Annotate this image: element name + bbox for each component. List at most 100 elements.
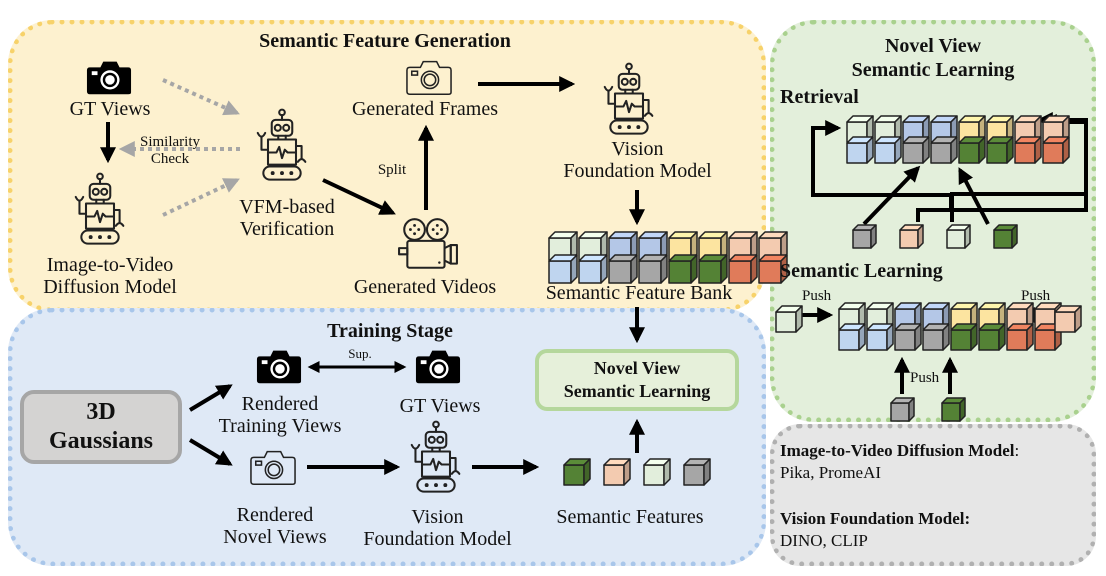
generated-frames-label: Generated Frames bbox=[351, 98, 499, 120]
semantic-learning-title: Semantic Learning bbox=[780, 260, 943, 282]
feature-cube bbox=[899, 224, 924, 249]
legend-panel bbox=[770, 424, 1096, 566]
cube-row bbox=[890, 397, 966, 422]
push-label-bottom: Push bbox=[910, 370, 940, 386]
legend-vfm-values: DINO, CLIP bbox=[780, 531, 868, 550]
feature-cube bbox=[838, 323, 866, 351]
retrieval-arrow-grey bbox=[862, 165, 921, 226]
arrow-vfm-to-videos bbox=[322, 178, 396, 215]
feature-cube bbox=[1042, 136, 1070, 164]
feature-cube bbox=[548, 254, 578, 284]
robot-icon bbox=[410, 420, 461, 493]
feature-cube bbox=[775, 305, 803, 333]
feature-cube bbox=[643, 458, 671, 486]
novel-view-semantic-learning-panel bbox=[770, 20, 1096, 422]
feature-cube bbox=[930, 136, 958, 164]
feature-cube bbox=[902, 136, 930, 164]
feature-cube bbox=[978, 323, 1006, 351]
feature-cube bbox=[563, 458, 591, 486]
semantic-features-label: Semantic Features bbox=[556, 506, 704, 528]
cube-row bbox=[563, 458, 711, 486]
feature-cube bbox=[993, 224, 1018, 249]
feature-cube bbox=[852, 224, 877, 249]
legend-vfm: Vision Foundation Model: bbox=[780, 509, 971, 528]
feature-cube bbox=[986, 136, 1014, 164]
camera-solid-icon bbox=[86, 61, 132, 95]
camera-outline-icon bbox=[406, 60, 452, 96]
feature-cube bbox=[866, 302, 894, 330]
arrow-gaussians-to-novel bbox=[188, 438, 233, 466]
robot-icon bbox=[256, 108, 307, 181]
feature-cube bbox=[608, 254, 638, 284]
feature-cube bbox=[846, 136, 874, 164]
legend-i2v-values: Pika, PromeAI bbox=[780, 463, 882, 482]
training-gt-views-label: GT Views bbox=[399, 395, 481, 417]
feature-cube bbox=[846, 115, 874, 143]
retrieval-feature-bank bbox=[846, 115, 1070, 164]
retrieval-title: Retrieval bbox=[780, 86, 859, 108]
cube-row bbox=[852, 224, 1018, 249]
learning-feature-bank bbox=[838, 302, 1062, 351]
feature-cube bbox=[638, 254, 668, 284]
push-cube-right bbox=[1054, 305, 1082, 333]
dotted-arrow-i2v-to-vfm bbox=[162, 178, 240, 217]
split-label: Split bbox=[377, 162, 407, 178]
feature-cube bbox=[728, 254, 758, 284]
semantic-features-cubes bbox=[563, 458, 711, 486]
cube-row bbox=[775, 305, 803, 333]
cube-row bbox=[548, 254, 788, 284]
feature-cube bbox=[874, 136, 902, 164]
feature-cube bbox=[1054, 305, 1082, 333]
robot-icon bbox=[603, 62, 654, 135]
video-camera-icon bbox=[397, 218, 459, 269]
semantic-feature-generation-title: Semantic Feature Generation bbox=[259, 30, 511, 52]
feature-cube bbox=[946, 224, 971, 249]
push-cubes-bottom bbox=[890, 397, 966, 422]
feature-cube bbox=[1014, 136, 1042, 164]
feature-cube bbox=[578, 254, 608, 284]
sup-label: Sup. bbox=[348, 346, 372, 361]
feature-cube bbox=[950, 323, 978, 351]
legend-i2v: Image-to-Video Diffusion Model: bbox=[780, 441, 1020, 460]
feature-cube bbox=[866, 323, 894, 351]
retrieval-arrow-left bbox=[811, 120, 954, 222]
feature-cube bbox=[698, 254, 728, 284]
semantic-feature-generation-panel bbox=[8, 20, 766, 312]
push-label-left: Push bbox=[802, 288, 832, 304]
robot-icon bbox=[74, 172, 125, 245]
training-stage-title: Training Stage bbox=[327, 320, 453, 342]
arrow-gaussians-to-training bbox=[188, 384, 233, 412]
feature-cube bbox=[894, 323, 922, 351]
feature-cube bbox=[683, 458, 711, 486]
retrieval-query-cubes bbox=[852, 224, 1018, 249]
semantic-feature-bank bbox=[548, 231, 788, 284]
feature-cube bbox=[668, 254, 698, 284]
feature-cube bbox=[922, 323, 950, 351]
gt-views-label: GT Views bbox=[69, 98, 151, 120]
feature-cube bbox=[958, 136, 986, 164]
cube-row bbox=[1054, 305, 1082, 333]
feature-cube bbox=[603, 458, 631, 486]
cube-row bbox=[838, 323, 1062, 351]
push-cube-left bbox=[775, 305, 803, 333]
feature-cube bbox=[941, 397, 966, 422]
dotted-arrow-gt-to-vfm bbox=[162, 78, 240, 116]
camera-solid-icon bbox=[415, 350, 461, 384]
camera-solid-icon bbox=[256, 350, 302, 384]
push-label-right: Push bbox=[1021, 288, 1051, 304]
generated-videos-label: Generated Videos bbox=[353, 276, 497, 298]
camera-outline-icon bbox=[250, 450, 296, 486]
feature-cube bbox=[890, 397, 915, 422]
semantic-feature-bank-label: Semantic Feature Bank bbox=[545, 282, 733, 304]
retrieval-arrow-green bbox=[958, 167, 990, 225]
